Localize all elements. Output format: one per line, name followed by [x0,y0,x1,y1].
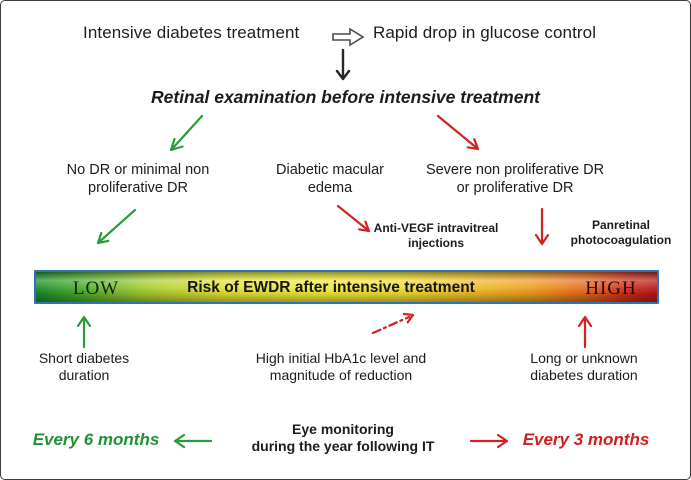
hollow-right-arrow-icon [332,27,365,47]
node-severe-dr-line1: Severe non proliferative DR [425,162,605,178]
green-arrow-up-icon [76,315,92,349]
node-no-dr-line2: proliferative DR [88,179,188,196]
every-6-months-label: Every 6 months [32,430,160,449]
eye-monitoring-line1: Eye monitoring [292,421,394,437]
every-3-months-label: Every 3 months [522,430,650,449]
node-macular-edema-line2: edema [307,179,353,196]
green-arrow-left-icon [173,433,213,449]
green-arrow-to-bar-icon [96,208,137,245]
red-arrow-up-icon [577,315,593,349]
hba1c-line2: magnitude of reduction [269,367,413,384]
red-dashed-arrow-up-right-icon [371,312,415,335]
short-duration-label: Short diabetes duration [24,350,144,385]
short-duration-line2: duration [58,367,110,384]
node-macular-edema: Diabetic macular edema [260,162,400,197]
anti-vegf-line2: injections [407,235,464,250]
node-macular-edema-line1: Diabetic macular [276,162,384,178]
intensive-treatment-label: Intensive diabetes treatment [83,23,300,42]
panretinal-label: Panretinal photocoagulation [556,218,686,247]
panretinal-line2: photocoagulation [570,232,672,247]
long-duration-line1: Long or unknown [530,350,638,366]
panretinal-line1: Panretinal [591,218,651,232]
risk-low-label: LOW [72,278,120,299]
eye-monitoring-label: Eye monitoring during the year following… [243,421,443,454]
hba1c-label: High initial HbA1c level and magnitude o… [241,350,441,385]
retinal-exam-title: Retinal examination before intensive tre… [151,87,540,107]
node-severe-dr: Severe non proliferative DR or prolifera… [425,162,605,197]
eye-monitoring-line2: during the year following IT [251,437,435,454]
risk-high-label: HIGH [585,278,637,299]
hba1c-line1: High initial HbA1c level and [255,350,427,366]
red-arrow-to-antivegf-icon [336,204,371,233]
red-arrow-right-icon [469,433,509,449]
short-duration-line1: Short diabetes [38,350,130,366]
long-duration-label: Long or unknown diabetes duration [514,350,654,385]
risk-gradient-bar [34,270,659,304]
node-severe-dr-line2: or proliferative DR [456,179,574,196]
red-arrow-down-right-icon [436,114,480,151]
anti-vegf-line1: Anti-VEGF intravitreal [373,221,499,235]
green-arrow-down-left-icon [169,114,204,152]
red-arrow-down-icon [534,207,550,246]
glucose-drop-label: Rapid drop in glucose control [373,23,597,42]
anti-vegf-label: Anti-VEGF intravitreal injections [366,221,506,250]
node-no-dr-line1: No DR or minimal non [66,162,210,178]
risk-bar-title: Risk of EWDR after intensive treatment [187,279,475,296]
down-arrow-icon [335,49,351,81]
long-duration-line2: diabetes duration [530,367,638,384]
node-no-dr: No DR or minimal non proliferative DR [48,162,228,197]
